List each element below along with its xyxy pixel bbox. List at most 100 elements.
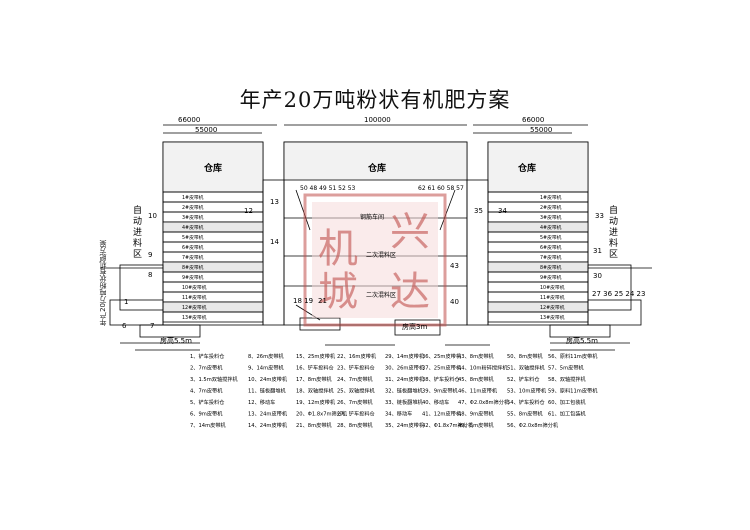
belt-row-label: 3#皮带机	[182, 214, 204, 221]
belt-row-label: 2#皮带机	[182, 204, 204, 211]
belt-row-label: 1#皮带机	[182, 194, 204, 201]
legend-item: 2、7m皮带机	[190, 364, 223, 372]
seal-char: 达	[390, 269, 430, 315]
legend-item: 41、12m皮带机	[422, 410, 462, 418]
callout-1: 1	[124, 298, 129, 306]
belt-row-label: 8#皮带机	[540, 264, 562, 271]
warehouse-left: 仓库	[204, 164, 223, 174]
belt-row	[162, 291, 264, 303]
feed-area-right: 自动进料区	[607, 205, 617, 260]
legend-item: 38、铲车投料仓	[422, 375, 461, 383]
belt-row	[487, 301, 589, 313]
legend-item: 49、5m皮带机	[458, 421, 495, 429]
belt-row	[162, 261, 264, 273]
legend-item: 32、链板翻堆机	[385, 387, 424, 395]
dim-right-total: 66000	[522, 116, 545, 124]
center-label-3: 二次混料区	[366, 292, 397, 299]
legend-item: 55、8m皮带机	[507, 410, 544, 418]
center-label-1: 钢筋车间	[360, 214, 385, 221]
legend-item: 3、1.5m双轴搅拌机	[190, 375, 239, 383]
dim-right-inner: 55000	[530, 126, 553, 134]
legend-item: 18、双轴搅拌机	[296, 387, 335, 395]
belt-row	[487, 231, 589, 243]
legend-item: 26、7m皮带机	[337, 398, 374, 406]
legend-item: 19、12m皮带机	[296, 398, 336, 406]
legend-item: 48、9m皮带机	[458, 410, 495, 418]
belt-row	[162, 191, 264, 203]
belt-row-label: 8#皮带机	[182, 264, 204, 271]
belt-row-label: 11#皮带机	[540, 294, 565, 301]
callout-9: 9	[148, 251, 153, 259]
page-title: 年产20万吨粉状有机肥方案	[239, 88, 511, 112]
callout-8: 8	[148, 271, 153, 279]
legend-item: 52、铲车料仓	[507, 375, 540, 383]
belt-row-label: 4#皮带机	[540, 224, 562, 231]
callout-31: 31	[593, 247, 602, 255]
callout-33: 33	[595, 212, 604, 220]
callout-top-left: 50 48 49 51 52 53	[300, 185, 356, 192]
room-left-label: 房高5.5m	[160, 337, 192, 345]
belt-row	[162, 301, 264, 313]
legend-item: 54、铲车投料仓	[507, 398, 546, 406]
belt-row	[487, 251, 589, 263]
legend-item: 59、原料11m皮带机	[548, 387, 598, 395]
legend-item: 11、链板翻堆机	[248, 387, 287, 395]
legend-item: 23、铲车投料仓	[337, 364, 376, 372]
legend-item: 4、7m皮带机	[190, 387, 223, 395]
legend-item: 34、移动车	[385, 410, 412, 418]
callout-6: 6	[122, 322, 127, 330]
legend-item: 42、Φ1.8x7m筛分机	[422, 421, 474, 429]
belt-row	[487, 311, 589, 323]
callout-18-19: 18 19	[293, 297, 314, 305]
belt-row-label: 6#皮带机	[540, 244, 562, 251]
vertical-side-title: 年产20万吨粉状有机肥方案	[99, 240, 107, 326]
legend-item: 28、8m皮带机	[337, 421, 374, 429]
feed-area-left: 自动进料区	[131, 205, 141, 260]
callout-14: 14	[270, 238, 279, 246]
legend-item: 15、25m皮带机	[296, 352, 336, 360]
belt-row-label: 13#皮带机	[540, 314, 565, 321]
belt-row	[162, 311, 264, 323]
legend-item: 37、25m皮带机	[422, 364, 462, 372]
legend-item: 12、移动车	[248, 398, 275, 406]
warehouse-right: 仓库	[518, 164, 537, 174]
belt-row-label: 1#皮带机	[540, 194, 562, 201]
legend-item: 53、10m皮带机	[507, 387, 547, 395]
belt-row	[162, 271, 264, 283]
legend-item: 50、8m皮带机	[507, 352, 544, 360]
belt-row	[162, 251, 264, 263]
belt-row	[162, 231, 264, 243]
callout-13: 13	[270, 198, 279, 206]
seal-char: 兴	[390, 209, 430, 255]
belt-row	[162, 281, 264, 293]
legend-item: 45、8m皮带机	[458, 375, 495, 383]
belt-row-label: 10#皮带机	[182, 284, 207, 291]
legend-item: 35、24m皮带机	[385, 421, 425, 429]
belt-row-label: 7#皮带机	[540, 254, 562, 261]
legend-item: 47、Φ2.0x8m筛分机	[458, 398, 510, 406]
belt-row	[162, 241, 264, 253]
dim-left-total: 66000	[178, 116, 201, 124]
legend-item: 46、11m皮带机	[458, 387, 498, 395]
callout-35: 35	[474, 207, 483, 215]
belt-row-label: 6#皮带机	[182, 244, 204, 251]
belt-row-label: 5#皮带机	[182, 234, 204, 241]
belt-row	[487, 291, 589, 303]
belt-row	[487, 221, 589, 233]
legend-item: 21、8m皮带机	[296, 421, 333, 429]
belt-row-label: 3#皮带机	[540, 214, 562, 221]
legend-item: 60、加工包装机	[548, 398, 587, 406]
legend-item: 43、8m皮带机	[458, 352, 495, 360]
legend-item: 25、双轴搅拌机	[337, 387, 376, 395]
belt-row-label: 4#皮带机	[182, 224, 204, 231]
belt-row	[162, 221, 264, 233]
legend-item: 33、链板翻堆机	[385, 398, 424, 406]
belt-row-label: 12#皮带机	[182, 304, 207, 311]
callout-30: 30	[593, 272, 602, 280]
callout-43: 43	[450, 262, 459, 270]
legend-item: 17、8m皮带机	[296, 375, 333, 383]
legend-item: 24、7m皮带机	[337, 375, 374, 383]
legend-item: 6、9m皮带机	[190, 410, 223, 418]
legend-item: 36、25m皮带机	[422, 352, 462, 360]
